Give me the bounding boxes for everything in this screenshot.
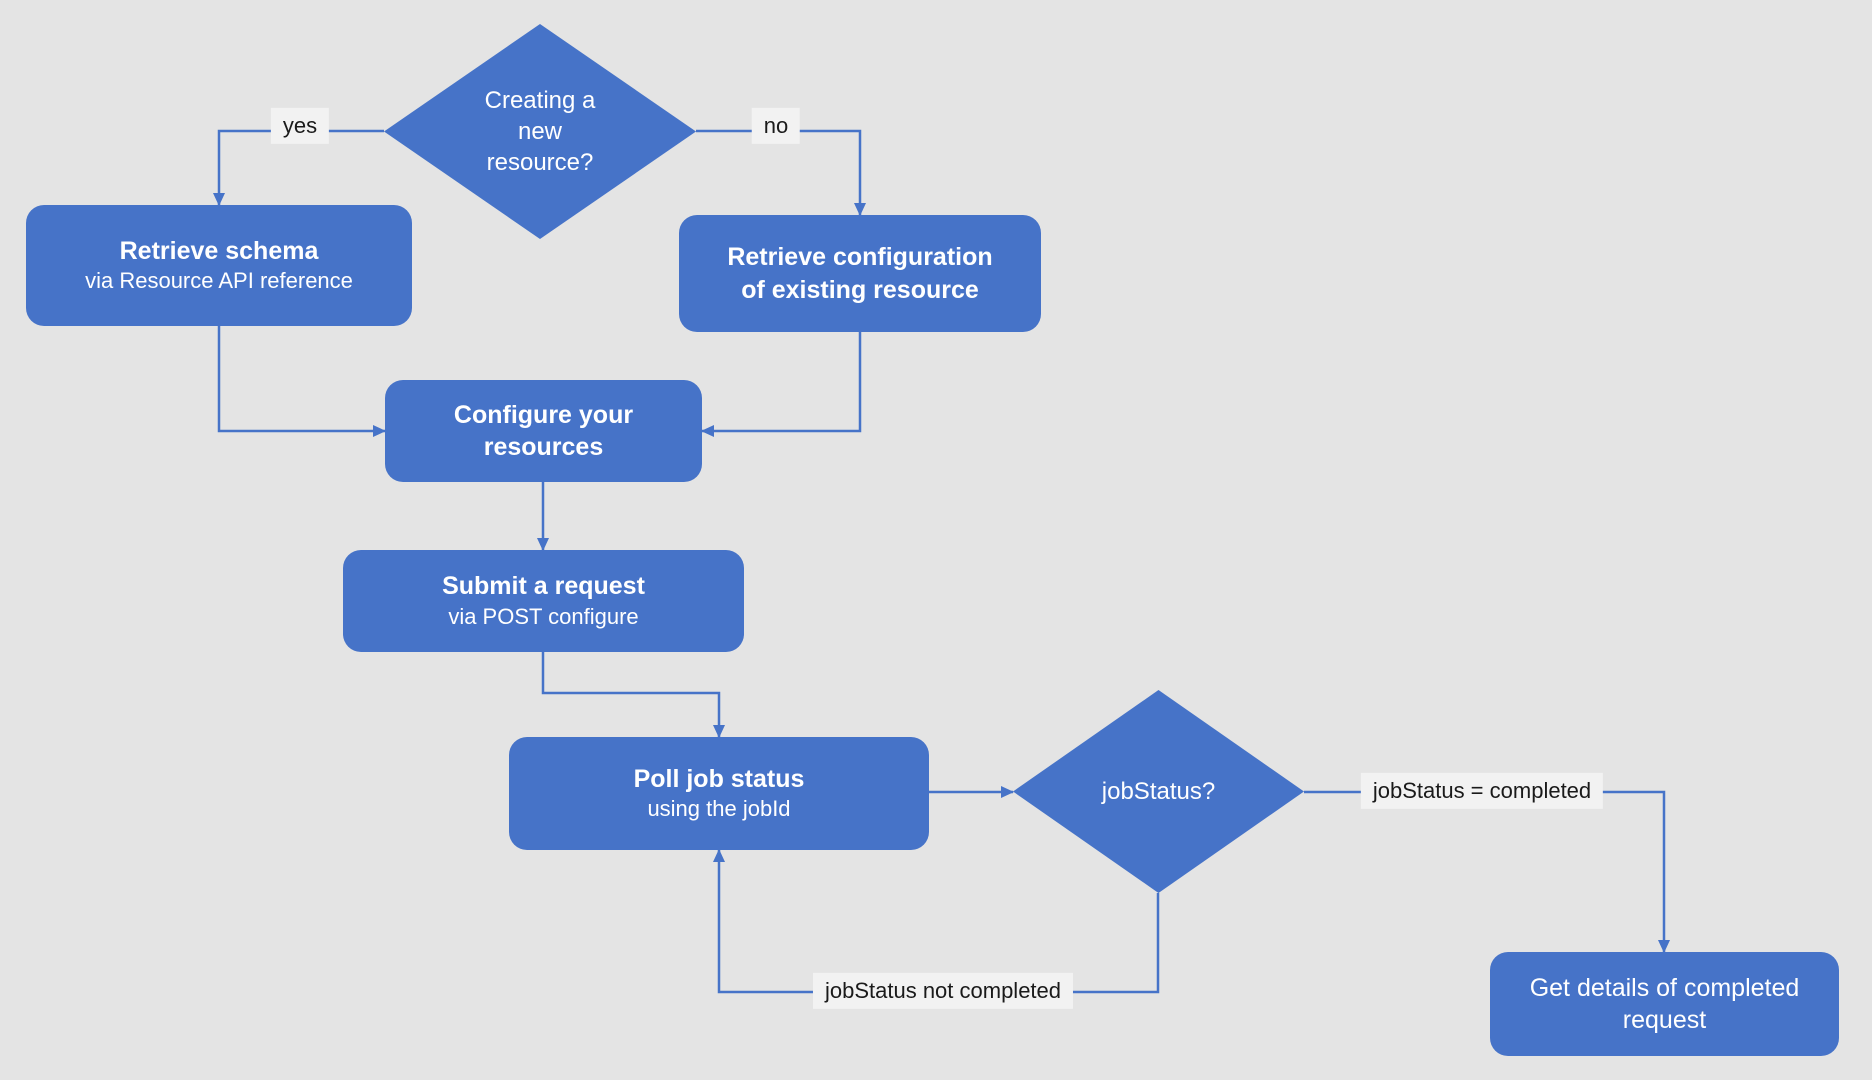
node-submit-request: Submit a request via POST configure [343, 550, 744, 652]
connector-decision-no-to-retrieve-configuration [696, 129, 866, 216]
decision-job-status: jobStatus? [1013, 690, 1304, 893]
edge-label-no: no [751, 107, 801, 145]
node-poll-job-status: Poll job status using the jobId [509, 737, 929, 850]
connector-retrieve-configuration-to-configure [701, 332, 862, 437]
decision-creating-new-resource: Creating a new resource? [384, 24, 696, 239]
node-retrieve-configuration: Retrieve configuration of existing resou… [679, 215, 1041, 332]
edge-label-yes: yes [270, 107, 330, 145]
diamond-shape [384, 24, 696, 239]
edge-label-job-completed: jobStatus = completed [1360, 772, 1604, 810]
connector-submit-to-poll [541, 652, 725, 738]
retrieve-schema-subtitle: via Resource API reference [85, 268, 353, 294]
node-get-details: Get details of completed request [1490, 952, 1839, 1056]
decision-creating-new-resource-label: Creating a new resource? [484, 86, 596, 177]
connector-jobstatus-completed-to-get-details [1304, 790, 1670, 953]
poll-job-status-subtitle: using the jobId [647, 796, 791, 822]
decision-job-status-label: jobStatus? [1101, 777, 1216, 805]
get-details-title: Get details of completed request [1529, 973, 1800, 1035]
poll-job-status-title: Poll job status [633, 764, 805, 793]
node-configure-resources: Configure your resources [385, 380, 702, 482]
diamond-shape [1013, 690, 1304, 893]
edge-label-job-not-completed: jobStatus not completed [812, 972, 1074, 1010]
retrieve-schema-title: Retrieve schema [119, 236, 319, 265]
node-retrieve-schema: Retrieve schema via Resource API referen… [26, 205, 412, 326]
submit-request-title: Submit a request [442, 572, 645, 601]
submit-request-subtitle: via POST configure [448, 603, 639, 629]
configure-resources-title: Configure your resources [453, 400, 634, 462]
retrieve-configuration-title: Retrieve configuration of existing resou… [727, 243, 993, 304]
connector-retrieve-schema-to-configure [217, 326, 386, 437]
